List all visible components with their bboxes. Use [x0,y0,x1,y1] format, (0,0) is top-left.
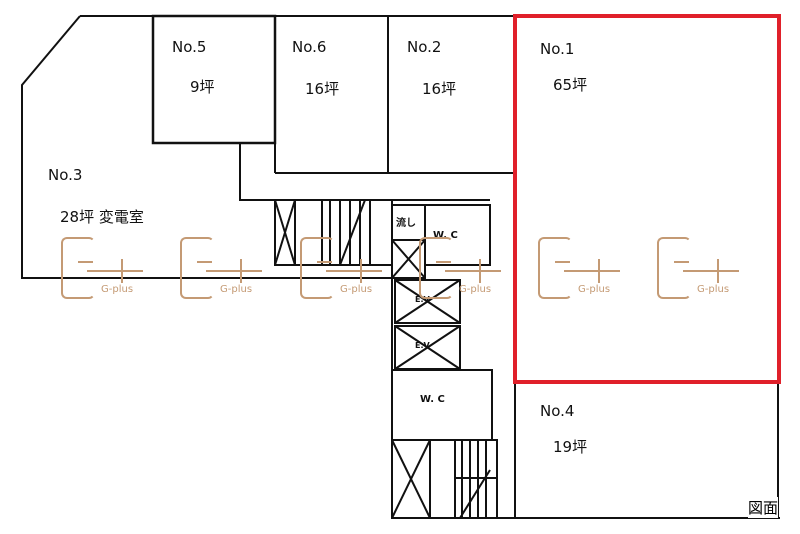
unit-area: 9坪 [190,78,215,96]
unit-name: No.3 [48,166,83,184]
unit-name: No.5 [172,38,207,56]
unit-name: No.1 [540,40,575,58]
elevator-label: E.V [415,295,430,304]
watermark-logo: G-plus [419,237,505,299]
unit-area: 16坪 [422,80,457,98]
watermark-logo: G-plus [61,237,147,299]
watermark-logo: G-plus [180,237,266,299]
unit-name: No.2 [407,38,442,56]
unit-area: 16坪 [305,80,340,98]
unit-name: No.6 [292,38,327,56]
unit-area: 28坪 変電室 [60,208,144,226]
wc-label: W. C [433,230,458,241]
unit-name: No.4 [540,402,575,420]
unit-area: 19坪 [553,438,588,456]
caption: 図面 [747,497,778,518]
watermark-logo: G-plus [538,237,624,299]
unit-area: 65坪 [553,76,588,94]
highlight-unit-no1 [513,14,781,384]
watermark-logo: G-plus [300,237,386,299]
elevator-label: E.V [415,341,430,350]
watermark-logo: G-plus [657,237,743,299]
sink-label: 流し [396,218,416,229]
wc-label: W. C [420,394,445,405]
